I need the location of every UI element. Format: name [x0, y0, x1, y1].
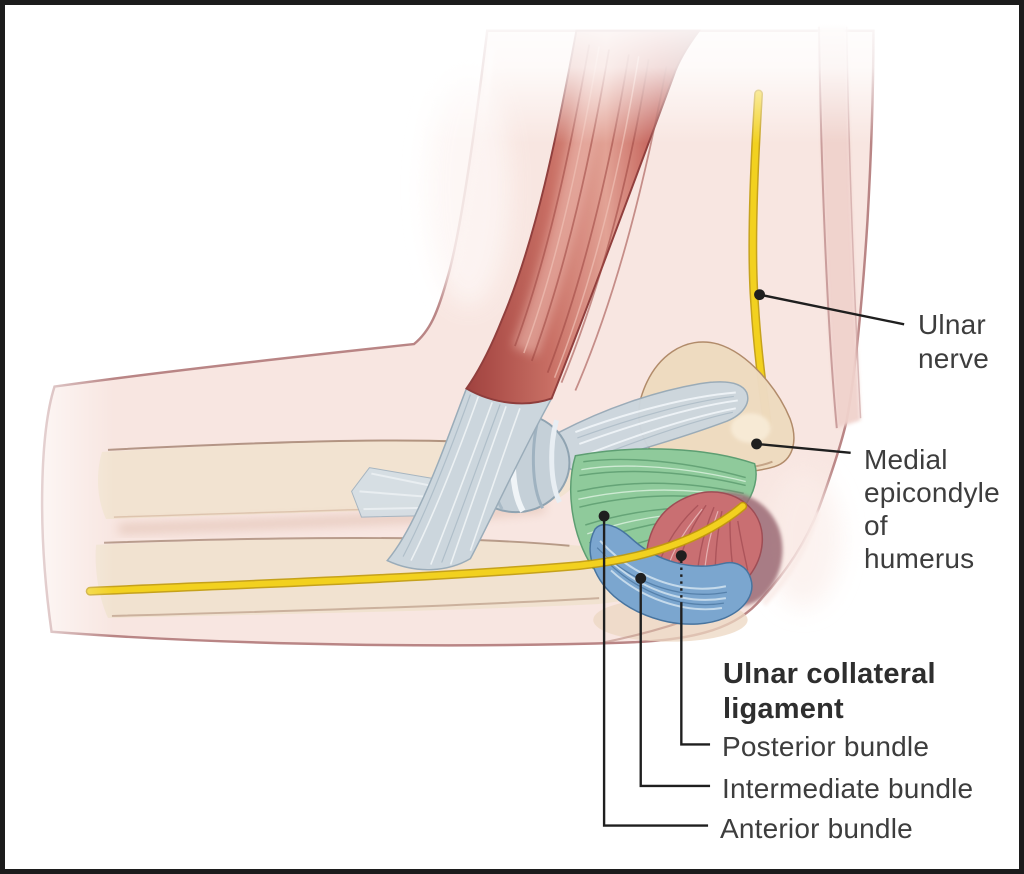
intermediate-bundle-leader — [635, 572, 711, 788]
ulnar-nerve-label-line2: nerve — [918, 343, 990, 374]
ucl-title-line2: ligament — [723, 693, 844, 725]
ulnar-nerve-label: Ulnar nerve — [918, 308, 989, 376]
anterior-bundle-marker-dot — [598, 510, 610, 522]
posterior-bundle-marker-dot — [675, 550, 687, 562]
anterior-bundle-label: Anterior bundle — [720, 813, 913, 845]
medial-epicondyle-leader — [751, 438, 851, 454]
ulnar-nerve-marker-dot — [754, 289, 766, 301]
elbow-inner-highlight — [761, 510, 820, 607]
anterior-bundle-leader — [598, 510, 709, 827]
intermediate-bundle-shape — [589, 524, 753, 625]
top-fade — [5, 5, 1019, 144]
ulnar-collateral-ligament-title: Ulnar collateral ligament — [723, 657, 936, 727]
medial-epicondyle-label: Medial epicondyle of humerus — [864, 443, 1000, 575]
medial-epicondyle-label-line2: epicondyle — [864, 477, 1000, 508]
intermediate-bundle-marker-dot — [635, 572, 647, 584]
skin-highlight-elbow — [765, 469, 841, 609]
medial-epicondyle-label-line4: humerus — [864, 543, 975, 574]
leader-lines — [598, 289, 905, 827]
left-fade — [5, 341, 114, 678]
medial-epicondyle-label-line3: of — [864, 510, 888, 541]
ulnar-nerve-leader — [754, 289, 905, 326]
intermediate-bundle-label: Intermediate bundle — [722, 773, 974, 805]
elbow-anatomy-illustration — [5, 5, 1019, 827]
posterior-bundle-label: Posterior bundle — [722, 731, 930, 763]
medial-epicondyle-label-line1: Medial — [864, 444, 948, 475]
ulnar-nerve-label-line1: Ulnar — [918, 309, 986, 340]
ulnar-nerve-lower — [85, 501, 748, 596]
medial-epicondyle-marker-dot — [751, 438, 763, 450]
ucl-title-line1: Ulnar collateral — [723, 658, 936, 690]
biceps-tendon — [386, 387, 554, 571]
joint-capsule — [556, 381, 749, 471]
posterior-bundle-leader — [675, 550, 711, 746]
